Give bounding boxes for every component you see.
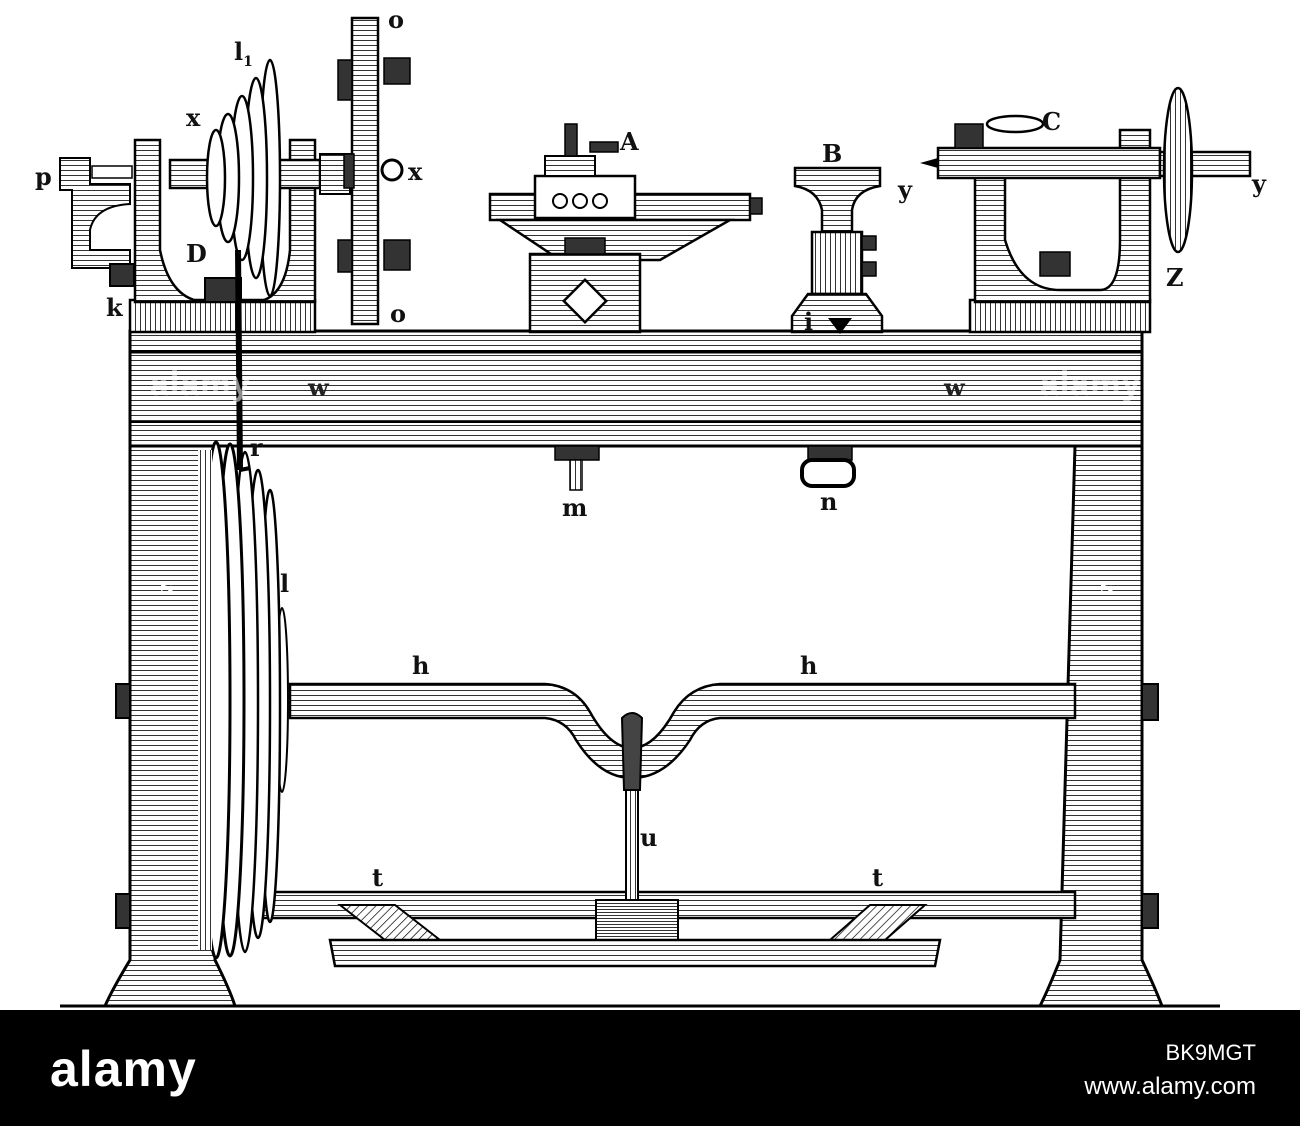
watermark-right: alamy [1040, 365, 1142, 403]
label-o-bottom: o [390, 299, 407, 328]
label-A: A [620, 127, 639, 156]
connecting-rod [620, 712, 644, 921]
lathe-bed [128, 329, 1144, 448]
slide-rest [488, 123, 763, 334]
label-x-right: x [408, 157, 423, 186]
label-l1: l1 [234, 37, 253, 70]
label-D: D [186, 239, 207, 268]
watermark-left: alamy [150, 365, 252, 403]
site-url: www.alamy.com [1084, 1073, 1256, 1100]
label-h-left: h [412, 651, 430, 680]
label-t-left: t [372, 863, 384, 892]
label-r: r [250, 433, 263, 462]
label-w-right: w [944, 373, 965, 402]
label-y-right: y [1252, 169, 1266, 198]
label-y-left: y [898, 175, 912, 204]
label-k: k [106, 293, 123, 322]
label-o-top: o [388, 5, 405, 34]
label-s-right: s [1100, 571, 1114, 600]
clamp-bolt-m [554, 445, 600, 491]
label-i: i [804, 307, 814, 336]
stock-footer-bar: alamy BK9MGT www.alamy.com [0, 1010, 1300, 1126]
drive-belt [235, 249, 251, 472]
treadle [328, 899, 942, 968]
image-id: BK9MGT [1165, 1040, 1256, 1065]
label-s-left: s [160, 571, 174, 600]
label-n: n [820, 487, 838, 516]
flywheel-pulley [198, 440, 289, 960]
label-l: l [280, 569, 290, 598]
hand-rest [790, 166, 884, 334]
label-t-right: t [872, 863, 884, 892]
image-id-block: BK9MGT www.alamy.com [1084, 1036, 1256, 1105]
clamp-handle-n [800, 445, 856, 488]
label-x-left: x [186, 103, 201, 132]
lathe-figure: alamy alamy p k x l1 D o x o A B i C y y… [35, 5, 1266, 1008]
label-h-right: h [800, 651, 818, 680]
label-C: C [1042, 107, 1062, 136]
tailstock [920, 86, 1252, 334]
label-Z: Z [1166, 263, 1184, 292]
label-p: p [35, 162, 52, 191]
lathe-illustration [59, 16, 1252, 1008]
change-gear [337, 16, 411, 326]
cone-pulley [205, 58, 282, 298]
label-m: m [562, 493, 588, 522]
crank-shaft [288, 682, 1077, 780]
label-B: B [822, 139, 843, 168]
alamy-logo: alamy [50, 1041, 197, 1097]
label-u: u [640, 823, 658, 852]
label-w-left: w [308, 373, 329, 402]
right-leg [1037, 444, 1165, 1008]
headstock [59, 138, 351, 334]
